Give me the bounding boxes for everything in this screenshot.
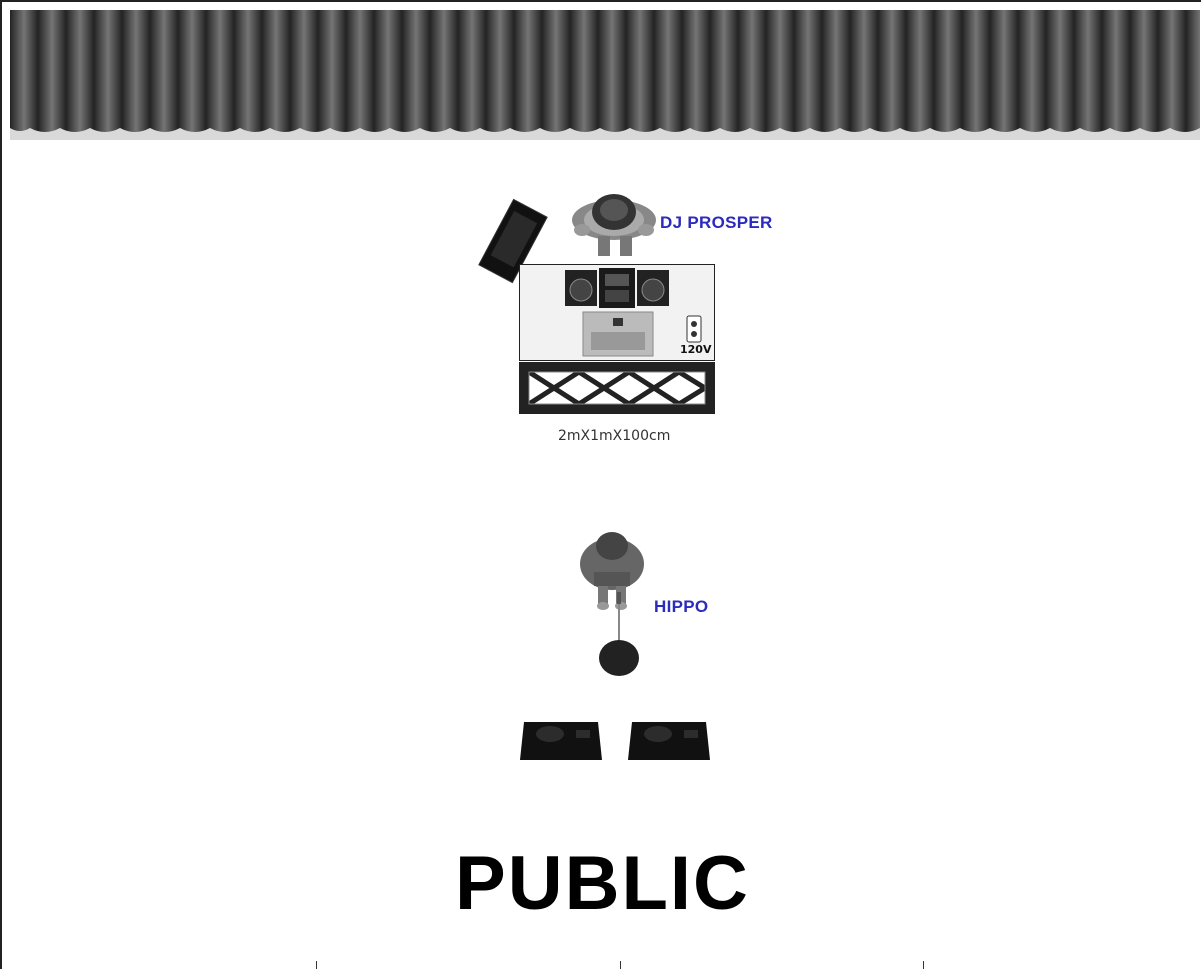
power-outlet-icon [686,315,702,343]
cdj-player-icon [565,270,597,306]
laptop-icon [582,311,654,357]
power-label: 120V [680,343,712,356]
monitor-speaker-icon [478,198,548,284]
bottom-tick [316,961,317,969]
vocalist-label: HIPPO [654,597,709,616]
dj-booth-icon [519,264,715,424]
curtain-icon [10,10,1200,140]
mic-stand-icon [599,592,639,676]
wedge-monitor-icon [520,722,602,760]
dj-person-icon [572,194,656,256]
dj-label: DJ PROSPER [660,213,773,232]
booth-dimensions: 2mX1mX100cm [558,428,671,444]
bottom-tick [923,961,924,969]
audience-label: PUBLIC [455,841,750,926]
cdj-player-icon [637,270,669,306]
mixer-icon [599,268,635,308]
wedge-monitor-icon [628,722,710,760]
bottom-tick [620,961,621,969]
